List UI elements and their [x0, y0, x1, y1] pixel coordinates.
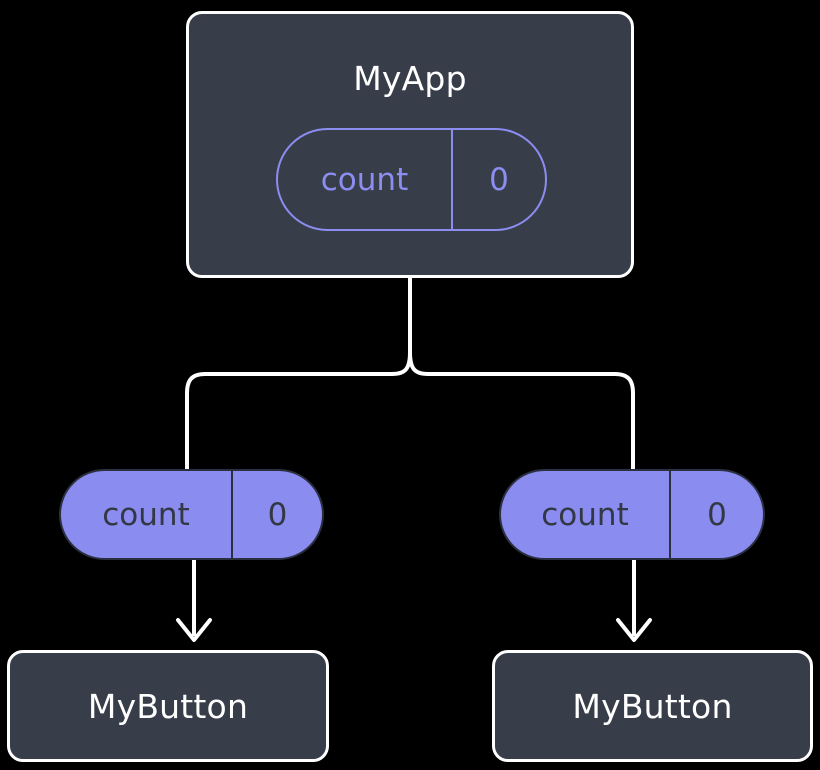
- prop-arrow-right-head: [616, 618, 652, 642]
- component-label-myapp: MyApp: [353, 59, 467, 98]
- component-node-mybutton-left[interactable]: MyButton: [7, 650, 329, 762]
- prop-pill-key-right: count: [501, 471, 671, 558]
- prop-pill-value-right: 0: [707, 496, 727, 533]
- component-node-mybutton-right[interactable]: MyButton: [492, 650, 813, 762]
- prop-pill-count-left[interactable]: count 0: [59, 469, 324, 560]
- parent-to-children-fork: [185, 276, 635, 472]
- state-pill-key: count: [278, 130, 453, 229]
- prop-pill-value-left: 0: [267, 496, 288, 533]
- prop-arrow-left-head: [176, 618, 212, 642]
- component-label-mybutton-right: MyButton: [572, 686, 733, 726]
- state-pill-value: 0: [489, 161, 509, 198]
- state-pill-count[interactable]: count 0: [276, 128, 547, 231]
- component-node-myapp[interactable]: MyApp: [186, 11, 634, 278]
- prop-pill-count-right[interactable]: count 0: [499, 469, 765, 560]
- component-label-mybutton-left: MyButton: [87, 686, 249, 726]
- prop-pill-key-left: count: [61, 471, 233, 558]
